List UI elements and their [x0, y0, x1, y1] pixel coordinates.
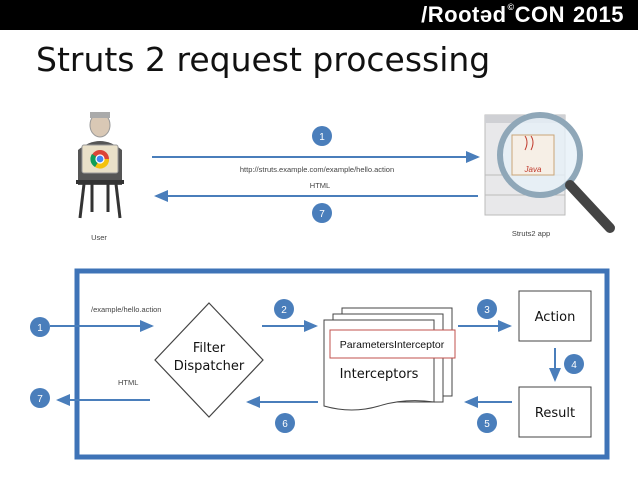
- out-step-marker: [30, 388, 50, 408]
- in-step-marker: [30, 317, 50, 337]
- filter-dispatcher-node: [154, 302, 264, 418]
- user-icon: [76, 112, 124, 219]
- step-marker-3-label: 3: [484, 305, 490, 316]
- step-marker-7-label: 7: [319, 209, 325, 220]
- brand-name: /Rootəd: [421, 2, 507, 27]
- header-banner: /Rootəd©CON 2015: [0, 0, 638, 30]
- response-label: HTML: [310, 181, 330, 190]
- out-label: HTML: [118, 378, 138, 387]
- out-step-label: 7: [37, 394, 43, 405]
- user-label: User: [91, 233, 107, 242]
- brand-suffix: CON: [514, 2, 566, 27]
- filter-label-line2: Dispatcher: [174, 359, 245, 374]
- step-marker-4: [564, 354, 584, 374]
- request-url: http://struts.example.com/example/hello.…: [240, 165, 394, 174]
- action-node: [518, 290, 592, 342]
- step-marker-4-label: 4: [571, 360, 577, 371]
- step-marker-2-label: 2: [281, 305, 287, 316]
- action-label: Action: [535, 310, 576, 325]
- interceptors-label: Interceptors: [340, 367, 419, 382]
- step-marker-1-label: 1: [319, 132, 325, 143]
- parameters-interceptor-label: ParametersInterceptor: [340, 339, 445, 351]
- app-label: Struts2 app: [512, 229, 550, 238]
- brand-mark: ©: [507, 2, 515, 12]
- step-marker-1: [312, 126, 332, 146]
- svg-text:Java: Java: [524, 165, 542, 174]
- in-step-label: 1: [37, 323, 43, 334]
- result-label: Result: [535, 406, 575, 421]
- step-marker-7: [312, 203, 332, 223]
- in-path: /example/hello.action: [91, 305, 161, 314]
- step-marker-3: [477, 299, 497, 319]
- step-marker-5-label: 5: [484, 419, 490, 430]
- container-frame: [74, 268, 610, 460]
- step-marker-6-label: 6: [282, 419, 288, 430]
- slide-title: Struts 2 request processing: [36, 40, 491, 79]
- struts-app-icon: Java: [484, 112, 615, 233]
- filter-label-line1: Filter: [193, 341, 226, 356]
- result-node: [518, 386, 592, 438]
- step-marker-2: [274, 299, 294, 319]
- rootedcon-logo: /Rootəd©CON 2015: [421, 2, 624, 28]
- step-marker-6: [275, 413, 295, 433]
- brand-year: 2015: [573, 2, 624, 27]
- parameters-interceptor-box: [329, 329, 456, 359]
- step-marker-5: [477, 413, 497, 433]
- interceptors-stack: [323, 307, 453, 411]
